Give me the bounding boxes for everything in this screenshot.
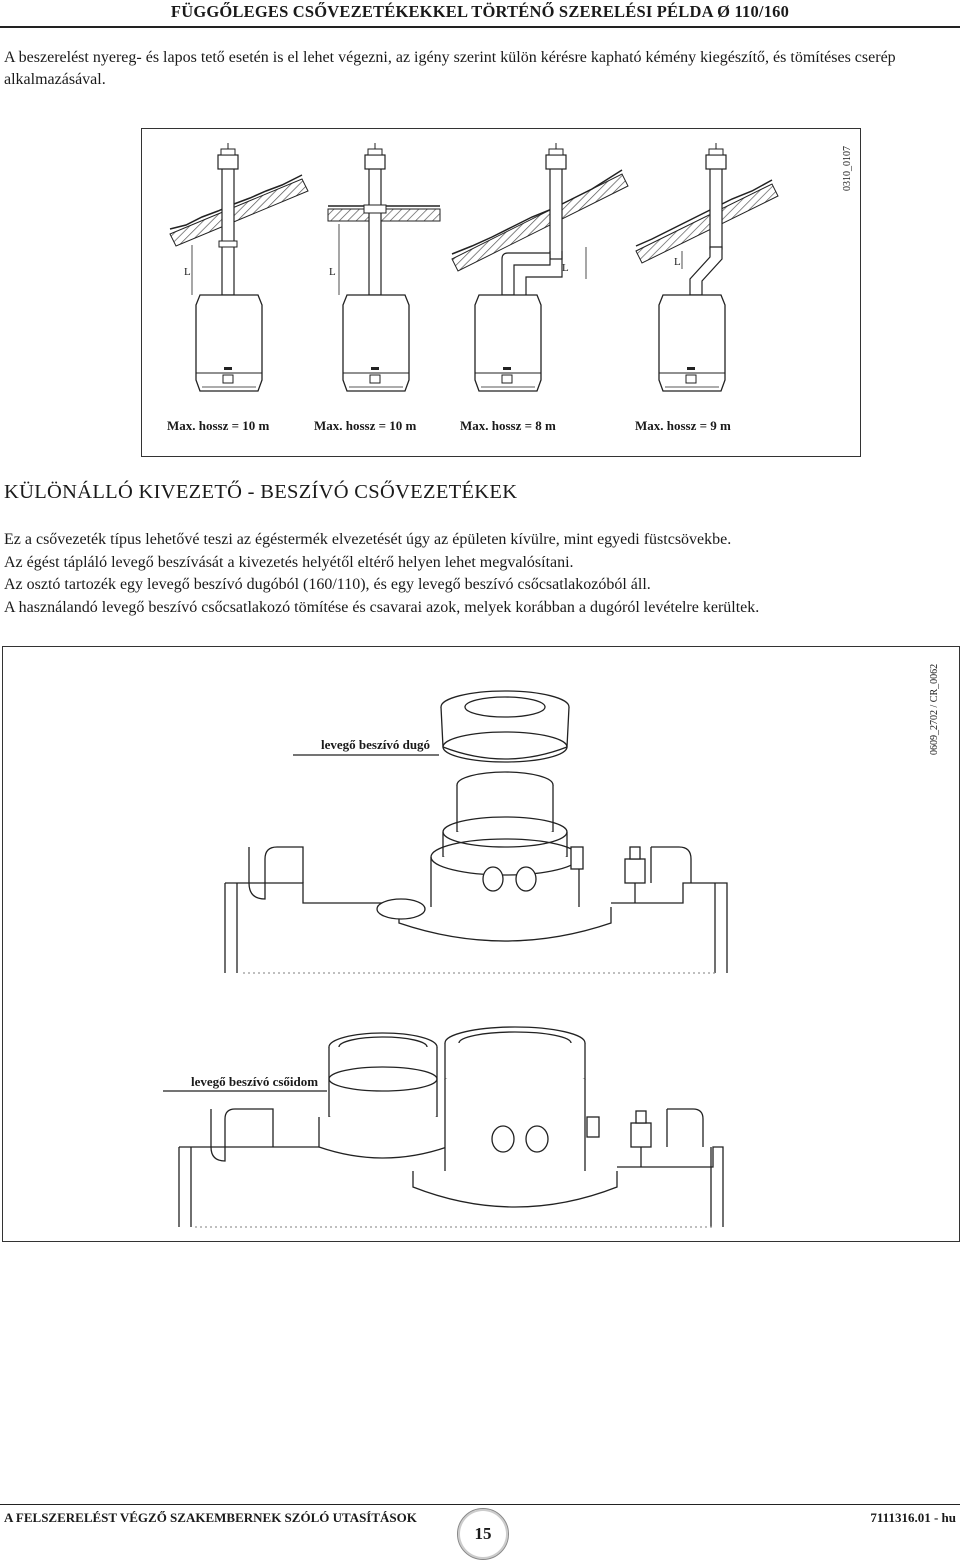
caption-max-length: Max. hossz = 10 m [167, 418, 270, 433]
dimension-label: L [562, 262, 569, 274]
lower-assembly [178, 1026, 724, 1228]
caption-max-length: Max. hossz = 8 m [460, 418, 556, 433]
intro-paragraph: A beszerelést nyereg- és lapos tető eset… [4, 49, 896, 88]
caption-max-length: Max. hossz = 10 m [314, 418, 417, 433]
page-number-badge: 15 [457, 1508, 509, 1560]
header-divider [0, 26, 960, 28]
air-intake-fitting-label: levegő beszívó csőidom [191, 1074, 319, 1089]
variant-3-offset [451, 143, 629, 392]
header-title: FÜGGŐLEGES CSŐVEZETÉKEKKEL TÖRTÉNŐ SZERE… [170, 2, 790, 21]
figure-code: 0609_2702 / CR_0062 [929, 663, 940, 755]
variant-1-pitched-roof [169, 143, 309, 392]
dimension-label: L [184, 266, 191, 278]
paragraph: A használandó levegő beszívó csőcsatlako… [4, 598, 760, 616]
footer-divider [0, 1504, 960, 1505]
air-intake-drawing [163, 690, 728, 1228]
figure-code: 0310_0107 [842, 146, 853, 191]
dimension-label: L [329, 266, 336, 278]
variant-4-bends [635, 143, 779, 392]
variant-2-flat-roof [327, 143, 441, 392]
page-number: 15 [474, 1524, 492, 1543]
caption-max-length: Max. hossz = 9 m [635, 418, 731, 433]
installation-variants-figure: 0310_0107 L L L L Max. hossz = 10 m Max.… [141, 128, 861, 457]
dimension-label: L [674, 256, 681, 268]
paragraph: Az égést tápláló levegő beszívását a kiv… [4, 553, 574, 571]
paragraph: Az osztó tartozék egy levegő beszívó dug… [4, 576, 651, 593]
installation-variants-drawing [169, 143, 779, 392]
paragraph: Ez a csővezeték típus lehetővé teszi az … [4, 531, 732, 548]
section-body: Ez a csővezeték típus lehetővé teszi az … [4, 529, 956, 619]
air-intake-figure: levegő beszívó dugó levegő beszívó csőid… [2, 646, 960, 1242]
air-intake-plug-label: levegő beszívó dugó [321, 737, 431, 752]
footer-document-code: 7111316.01 - hu [870, 1510, 956, 1525]
footer-document-title: A FELSZERELÉST VÉGZŐ SZAKEMBERNEK SZÓLÓ … [4, 1510, 417, 1525]
section-title: KÜLÖNÁLLÓ KIVEZETŐ - BESZÍVÓ CSŐVEZETÉKE… [4, 481, 518, 503]
upper-assembly [224, 690, 728, 974]
